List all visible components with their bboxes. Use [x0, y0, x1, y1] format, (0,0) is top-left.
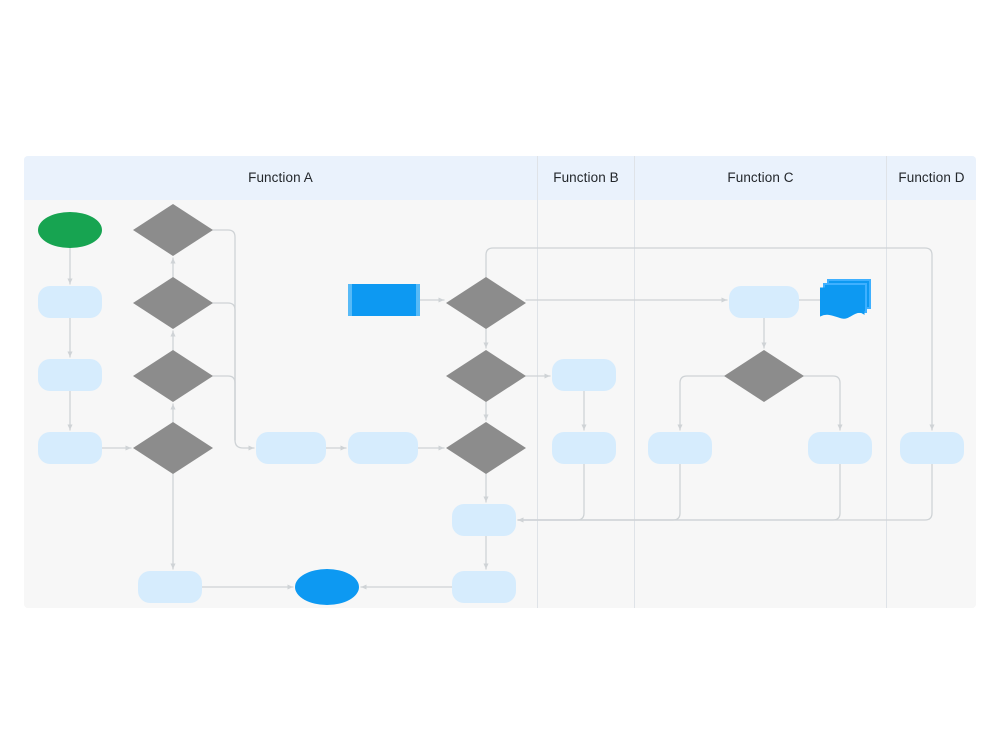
lane-header-band [24, 156, 976, 200]
node-process-b2[interactable] [552, 432, 616, 464]
node-process-a1[interactable] [38, 286, 102, 318]
node-decision-a7[interactable] [446, 422, 526, 474]
node-multidocument[interactable] [820, 278, 872, 322]
lane-column-function-d[interactable]: Function D [886, 156, 976, 608]
node-process-c2[interactable] [648, 432, 712, 464]
node-decision-a2[interactable] [133, 277, 213, 329]
node-subroutine[interactable] [348, 284, 420, 316]
node-start-terminator[interactable] [38, 212, 102, 248]
node-process-a8[interactable] [452, 571, 516, 603]
node-process-a6[interactable] [138, 571, 202, 603]
node-process-a3[interactable] [38, 432, 102, 464]
node-decision-a5[interactable] [446, 277, 526, 329]
lane-title-function-d: Function D [898, 170, 965, 185]
node-decision-a3[interactable] [133, 350, 213, 402]
node-process-c1[interactable] [729, 286, 799, 318]
lane-title-function-c: Function C [727, 170, 794, 185]
node-process-c3[interactable] [808, 432, 872, 464]
node-decision-a4[interactable] [133, 422, 213, 474]
node-process-b1[interactable] [552, 359, 616, 391]
node-decision-c1[interactable] [724, 350, 804, 402]
node-decision-a6[interactable] [446, 350, 526, 402]
node-decision-a1[interactable] [133, 204, 213, 256]
node-process-d1[interactable] [900, 432, 964, 464]
node-end-terminator[interactable] [295, 569, 359, 605]
node-process-a4[interactable] [256, 432, 326, 464]
node-process-a2[interactable] [38, 359, 102, 391]
lane-title-function-b: Function B [553, 170, 619, 185]
node-process-a5[interactable] [348, 432, 418, 464]
lane-column-function-a[interactable]: Function A [24, 156, 537, 608]
lane-title-function-a: Function A [248, 170, 313, 185]
node-process-a7[interactable] [452, 504, 516, 536]
